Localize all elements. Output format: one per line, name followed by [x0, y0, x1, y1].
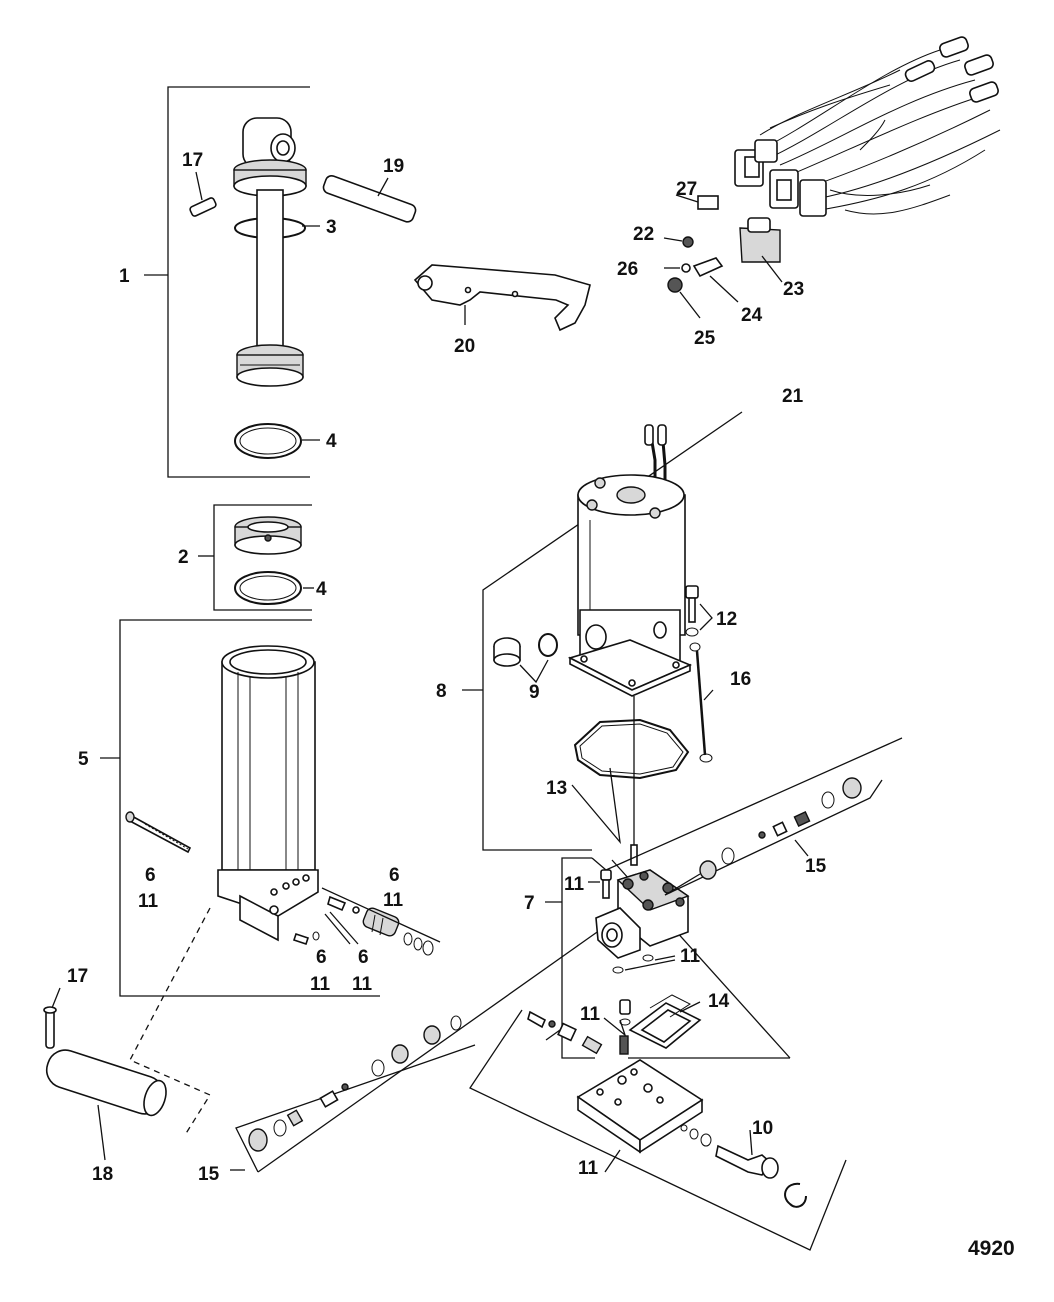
right-valve-set: [664, 777, 883, 896]
callout-label: 11: [564, 874, 585, 895]
callout-label: 22: [633, 224, 654, 245]
callout-label: 10: [752, 1118, 773, 1139]
callout-label: 11: [310, 974, 331, 995]
callout-label: 19: [383, 156, 404, 177]
callout-label: 11: [138, 891, 159, 912]
callout-label: 3: [326, 217, 337, 238]
callout-label: 5: [78, 749, 89, 770]
callout-label: 6: [145, 865, 156, 886]
pump-manifold-group: [545, 737, 903, 1059]
ram-assembly-group: [144, 86, 320, 478]
callout-label: 21: [782, 386, 804, 407]
callout-label: 24: [741, 305, 763, 326]
lower-valve-set: [230, 929, 601, 1173]
callout-label: 11: [383, 890, 404, 911]
lower-pin-group: [43, 987, 167, 1161]
callout-label: 6: [389, 865, 400, 886]
callout-label: 16: [730, 669, 751, 690]
motor-assembly-group: [462, 411, 743, 866]
callout-label: 23: [783, 279, 804, 300]
callout-label: 17: [67, 966, 88, 987]
relay-group: [663, 194, 783, 319]
callout-label: 4: [316, 579, 327, 600]
piston-assembly-group: [198, 504, 314, 611]
callout-label: 15: [198, 1164, 220, 1185]
callout-label: 18: [92, 1164, 113, 1185]
callout-label: 14: [708, 991, 730, 1012]
callout-label: 15: [805, 856, 827, 877]
callout-label: 27: [676, 179, 697, 200]
mounting-bracket: [413, 264, 591, 332]
callout-label: 8: [436, 681, 447, 702]
wiring-harness: [734, 36, 1001, 217]
callout-label: 7: [524, 893, 535, 914]
reference-number: 4920: [968, 1237, 1015, 1260]
callout-label: 11: [680, 946, 701, 967]
callout-label: 17: [182, 150, 203, 171]
callout-label: 26: [617, 259, 638, 280]
pivot-pin: [322, 175, 417, 223]
pin-top: [189, 171, 217, 217]
callout-label: 6: [358, 947, 369, 968]
callout-label: 12: [716, 609, 737, 630]
callout-label: 9: [529, 682, 540, 703]
callout-label: 20: [454, 336, 475, 357]
callout-label: 4: [326, 431, 337, 452]
callout-label: 6: [316, 947, 327, 968]
base-plate-group: [469, 1009, 847, 1251]
callout-label: 13: [546, 778, 567, 799]
callout-label: 11: [352, 974, 373, 995]
cylinder-body-group: [100, 619, 441, 997]
callout-label: 11: [578, 1158, 599, 1179]
callout-label: 25: [694, 328, 716, 349]
callout-label: 1: [119, 266, 130, 287]
callout-label: 11: [580, 1004, 601, 1025]
callout-labels: 1 2 3 4 4 5 6 11 6 11 6 11 6 11 7 8 9 10…: [67, 150, 827, 1185]
callout-label: 2: [178, 547, 189, 568]
